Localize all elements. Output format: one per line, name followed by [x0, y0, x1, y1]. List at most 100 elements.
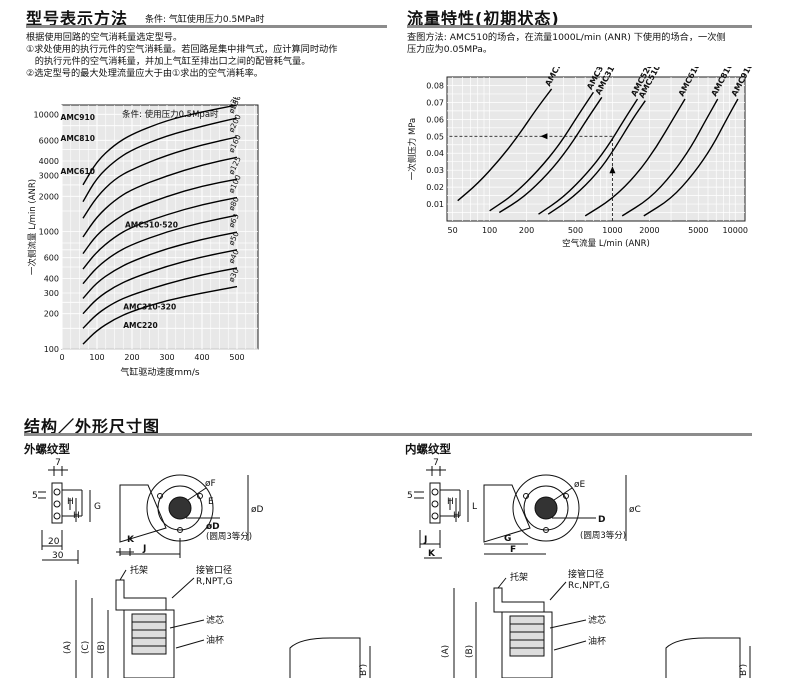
dim-e: E [208, 497, 214, 507]
circumference-note: (圆周3等分) [206, 531, 252, 542]
plot-area [61, 104, 259, 350]
flow-description: 查图方法: AMC510的场合，在流量1000L/min (ANR) 下使用的场… [407, 32, 747, 56]
mount-hole [53, 500, 61, 508]
model-label: AMC810 [61, 134, 95, 143]
y-tick-label: 0.05 [426, 132, 444, 141]
dim-od: øD [251, 505, 264, 515]
y-tick-label: 600 [44, 254, 59, 263]
y-tick-label: 400 [44, 274, 59, 283]
reading-arrow [609, 166, 616, 174]
dim-e: øE [574, 480, 586, 490]
dim-c: øC [629, 505, 641, 515]
y-tick-label: 200 [44, 310, 59, 319]
label-bowl: 油杯 [206, 634, 224, 646]
label-element: 滤芯 [206, 614, 224, 626]
y-tick-label: 1000 [39, 228, 59, 237]
series-line [82, 231, 238, 299]
series-line [82, 214, 238, 285]
x-tick-label: 200 [519, 226, 534, 235]
dim-j: J [423, 535, 427, 545]
reading-arrow [540, 133, 548, 140]
body-outline [512, 474, 580, 542]
series-line [82, 249, 238, 315]
x-axis-label: 空气流量 L/min (ANR) [562, 238, 650, 249]
x-tick-label: 500 [229, 353, 244, 362]
y-tick-label: 0.03 [426, 166, 444, 175]
dim-h1: H [67, 497, 74, 507]
series-line [82, 136, 238, 219]
series-line [547, 100, 646, 215]
section-rule [24, 433, 752, 436]
model-label: AMC220 [123, 321, 157, 330]
dim-d: øD [206, 522, 220, 532]
y-axis-label: 一次侧压力 MPa [407, 118, 418, 181]
selection-line: 根据使用回路的空气消耗量选定型号。 [26, 32, 183, 43]
dim-7: 7 [55, 458, 61, 468]
external-thread-drawing: 7 5 H H G 20 30 K J øF E øD (圆周3等分) øD 托… [32, 458, 371, 678]
mount-hole [53, 488, 61, 496]
dim-h2: H [453, 511, 460, 521]
selection-line: ①求处使用的执行元件的空气消耗量。若回路是集中排气式，应计算同时动作 [26, 44, 338, 55]
dim-h2: H [73, 511, 80, 521]
x-tick-label: 2000 [639, 226, 659, 235]
y-tick-label: 4000 [39, 157, 59, 166]
x-tick-label: 50 [448, 226, 458, 235]
label-bracket: 托架 [130, 564, 148, 576]
bracket-plate [429, 482, 441, 524]
mount-hole [53, 512, 61, 520]
selection-line: ②选定型号的最大处理流量应大于由①求出的空气消耗率。 [26, 68, 263, 79]
dim-g: G [94, 502, 101, 512]
bowl-outline [501, 611, 553, 678]
x-tick-label: 5000 [688, 226, 708, 235]
x-tick-label: 1000 [602, 226, 622, 235]
y-tick-label: 0.01 [426, 200, 444, 209]
dim-5: 5 [407, 491, 413, 501]
label-bowl: 油杯 [588, 635, 606, 647]
y-tick-label: 2000 [39, 192, 59, 201]
circumference-note: (圆周3等分) [580, 530, 626, 541]
y-tick-label: 0.08 [426, 81, 444, 90]
flow-line: 查图方法: AMC510的场合，在流量1000L/min (ANR) 下使用的场… [407, 32, 726, 43]
model-label: AMC310·320 [123, 303, 176, 312]
y-tick-label: 100 [44, 345, 59, 354]
series-line [643, 98, 739, 217]
y-tick-label: 0.04 [426, 149, 444, 158]
section-title-model-selection: 型号表示方法 [26, 9, 129, 28]
dim-30: 30 [52, 551, 64, 561]
x-tick-label: 500 [568, 226, 583, 235]
selection-line: 的执行元件的空气消耗量，并加上气缸至排出口之间的配管耗气量。 [26, 56, 311, 67]
dim-h1: H [447, 497, 454, 507]
dim-b: (B) [465, 645, 475, 658]
y-tick-label: 300 [44, 289, 59, 298]
label-bracket: 托架 [510, 571, 528, 583]
mount-hole [431, 512, 439, 520]
y-axis-label: 一次侧流量 L/min (ANR) [27, 179, 38, 275]
bracket-front [119, 484, 167, 543]
bracket-section [493, 587, 545, 613]
x-tick-label: 100 [89, 353, 104, 362]
x-axis-label: 气缸驱动速度mm/s [120, 366, 200, 378]
dim-f: F [510, 545, 516, 555]
label-port-types: R,NPT,G [196, 577, 233, 587]
dim-j: J [142, 544, 146, 554]
series-line [538, 98, 639, 215]
bracket-plate [51, 482, 63, 524]
series-line [82, 104, 238, 186]
dim-b: (B) [97, 641, 107, 654]
series-line [82, 196, 238, 270]
flow-line: 压力应为0.05MPa。 [407, 44, 493, 55]
model-label: AMC510·520 [125, 221, 178, 230]
series-line [82, 156, 238, 238]
selection-description: 根据使用回路的空气消耗量选定型号。 ①求处使用的执行元件的空气消耗量。若回路是集… [26, 32, 388, 80]
y-tick-label: 0.02 [426, 183, 444, 192]
dim-20: 20 [48, 537, 60, 547]
y-tick-label: 6000 [39, 136, 59, 145]
series-line [457, 88, 553, 202]
series-line [584, 98, 686, 217]
x-tick-label: 0 [59, 353, 64, 362]
internal-thread-title: 内螺纹型 [405, 442, 451, 456]
side-outline [665, 637, 741, 678]
internal-thread-drawing: 7 5 H H L J K G F øE D (圆周3等分) øC 托架 接管口… [407, 458, 751, 678]
